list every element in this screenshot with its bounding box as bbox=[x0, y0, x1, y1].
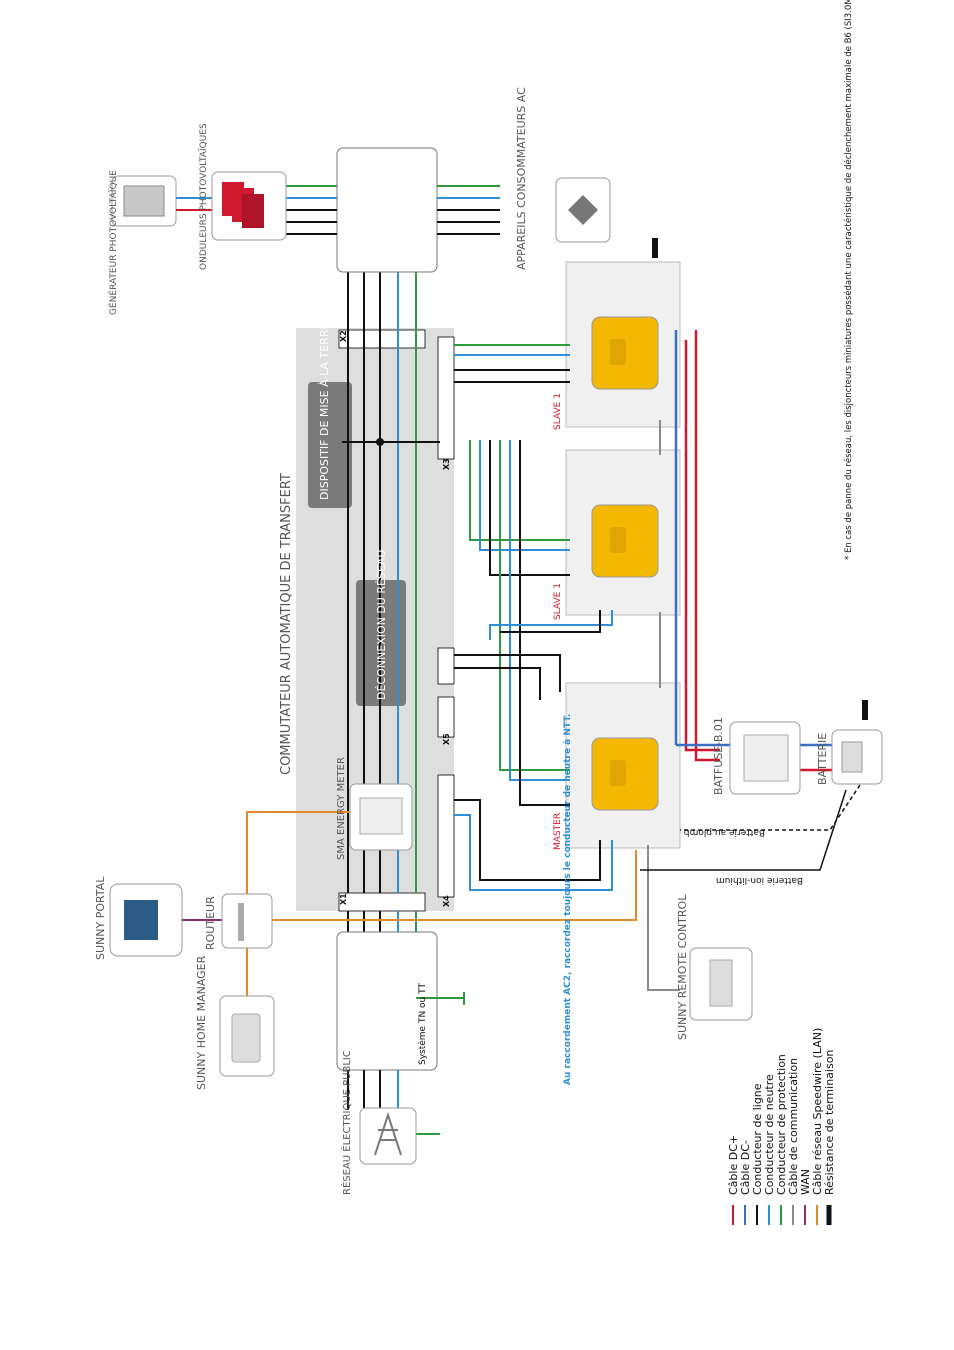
remote-control-label: SUNNY REMOTE CONTROL bbox=[676, 894, 689, 1040]
batfuse-label: BATFUSE-B.01 bbox=[712, 717, 725, 795]
disconnect-label: DÉCONNEXION DU RÉSEAU bbox=[375, 550, 388, 700]
legend-item: Câble de communication bbox=[787, 1058, 800, 1225]
loads-label: APPAREILS CONSOMMATEURS AC bbox=[515, 87, 528, 270]
router-label: ROUTEUR bbox=[204, 896, 217, 950]
legend-item: WAN bbox=[799, 1169, 812, 1225]
legend-item: Résistance de terminaison bbox=[823, 1050, 836, 1225]
pylon-icon bbox=[374, 1111, 402, 1156]
inverter-master-label: MASTER bbox=[553, 813, 563, 850]
pv-generator-label: GÉNÉRATEUR PHOTOVOLTAÏQUE bbox=[107, 170, 119, 315]
grid-system-label: Système TN ou TT bbox=[417, 983, 428, 1065]
legend-item: Conducteur de protection bbox=[775, 1054, 788, 1225]
grounding-box bbox=[308, 382, 352, 508]
legend-label: Conducteur de protection bbox=[775, 1054, 788, 1195]
legend-label: Câble DC+ bbox=[727, 1135, 740, 1195]
pv-inverters-label: ONDULEURS PHOTOVOLTAÏQUES bbox=[198, 123, 209, 270]
inverter-slave-1 bbox=[565, 449, 681, 616]
terminal-x2: X2 bbox=[339, 330, 348, 342]
legend-label: Conducteur de ligne bbox=[751, 1083, 764, 1195]
battery-label: BATTERIE bbox=[816, 733, 829, 785]
legend-label: Câble de communication bbox=[787, 1058, 800, 1195]
terminal-x5: X5 bbox=[442, 733, 451, 745]
meter-icon bbox=[359, 797, 403, 835]
termination-resistor bbox=[862, 700, 868, 720]
lead-battery-label: Batterie au plomb bbox=[684, 827, 765, 837]
router-icon bbox=[238, 903, 244, 941]
grid-box bbox=[359, 1107, 417, 1165]
terminal-x3: X3 bbox=[442, 458, 451, 470]
grid-label: RÉSEAU ÉLECTRIQUE PUBLIC bbox=[340, 1050, 353, 1195]
loads-icon bbox=[568, 195, 598, 225]
legend-item: Conducteur de neutre bbox=[763, 1074, 776, 1225]
grounding-label: DISPOSITIF DE MISE À LA TERRE bbox=[318, 323, 331, 500]
legend-item: Conducteur de ligne bbox=[751, 1083, 764, 1225]
termination-resistor bbox=[652, 238, 658, 258]
legend-item: Câble DC+ bbox=[727, 1135, 740, 1225]
legend-label: WAN bbox=[799, 1169, 812, 1195]
home-manager-icon bbox=[231, 1013, 261, 1063]
li-battery-label: Batterie ion-lithium bbox=[716, 875, 803, 885]
legend-label: Conducteur de neutre bbox=[763, 1074, 776, 1195]
legend-item: Câble réseau Speedwire (LAN) bbox=[811, 1028, 824, 1225]
footnote: * En cas de panne du réseau, les disjonc… bbox=[843, 0, 854, 560]
solar-panel-icon bbox=[123, 185, 165, 217]
sunny-portal-label: SUNNY PORTAL bbox=[94, 876, 107, 960]
ats-title: COMMUTATEUR AUTOMATIQUE DE TRANSFERT bbox=[279, 473, 294, 775]
legend-label: Résistance de terminaison bbox=[823, 1050, 836, 1195]
grid-connection-box bbox=[336, 931, 438, 1071]
portal-icon bbox=[124, 900, 158, 940]
terminal-x1: X1 bbox=[339, 893, 348, 905]
legend-item: Câble DC- bbox=[739, 1140, 752, 1225]
energy-meter-label: SMA ENERGY METER bbox=[336, 757, 347, 860]
remote-icon bbox=[709, 959, 733, 1007]
legend-label: Câble DC- bbox=[739, 1140, 752, 1195]
inverter-slave-label: SLAVE 1 bbox=[553, 393, 563, 430]
home-manager-label: SUNNY HOME MANAGER bbox=[195, 955, 208, 1090]
terminal-x4: X4 bbox=[442, 895, 451, 907]
battery-icon bbox=[841, 741, 863, 773]
inverter-slave-label: SLAVE 1 bbox=[553, 583, 563, 620]
inverter-master bbox=[565, 682, 681, 849]
ac2-note: Au raccordement AC2, raccordez toujours … bbox=[563, 714, 573, 1085]
legend-label: Câble réseau Speedwire (LAN) bbox=[811, 1028, 824, 1195]
